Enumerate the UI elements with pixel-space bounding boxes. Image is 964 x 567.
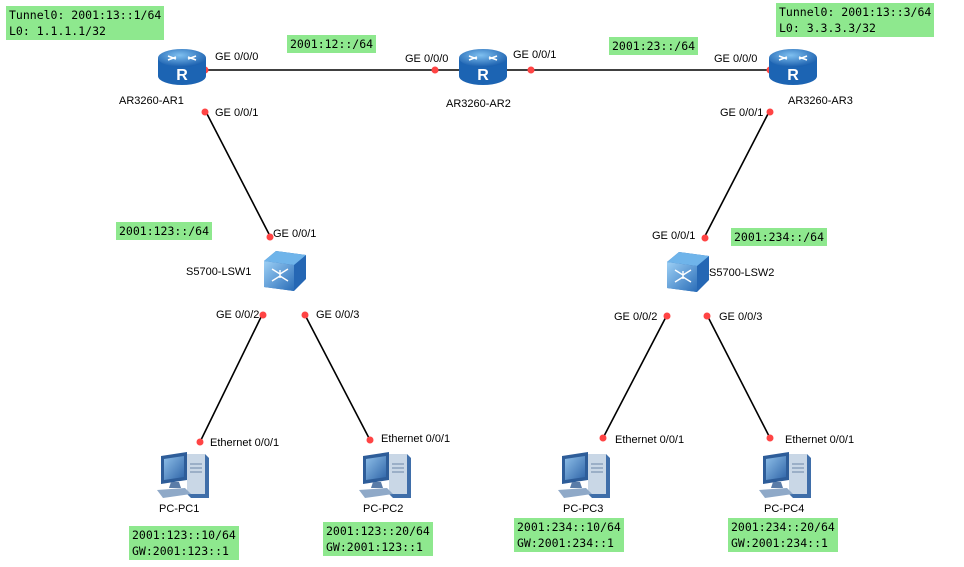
- note-line: GW:2001:234::1: [517, 536, 614, 550]
- port-label-ar1-ge001: GE 0/0/1: [215, 107, 258, 119]
- note-line: GW:2001:123::1: [326, 540, 423, 554]
- net23-note: 2001:23::/64: [609, 37, 699, 55]
- pc3-icon[interactable]: [557, 451, 611, 499]
- port-label-pc4-eth: Ethernet 0/0/1: [785, 434, 854, 446]
- port-dot[interactable]: [196, 438, 204, 446]
- device-label-lsw2: S5700-LSW2: [709, 267, 774, 279]
- port-dot[interactable]: [701, 234, 709, 242]
- port-label-lsw1-ge001: GE 0/0/1: [273, 228, 316, 240]
- switch-lsw1-icon[interactable]: [263, 250, 307, 292]
- note-line: 2001:123::20/64: [326, 524, 430, 538]
- note-line: 2001:234::10/64: [517, 520, 621, 534]
- device-label-ar1: AR3260-AR1: [119, 95, 184, 107]
- port-label-ar3-ge000: GE 0/0/0: [714, 53, 757, 65]
- device-label-ar2: AR3260-AR2: [446, 98, 511, 110]
- port-label-ar3-ge001: GE 0/0/1: [720, 107, 763, 119]
- port-label-lsw2-ge002: GE 0/0/2: [614, 311, 657, 323]
- port-label-pc1-eth: Ethernet 0/0/1: [210, 437, 279, 449]
- port-dot[interactable]: [259, 311, 267, 319]
- net12-note: 2001:12::/64: [287, 35, 377, 53]
- router-ar3-icon[interactable]: [768, 48, 818, 86]
- note-line: Tunnel0: 2001:13::1/64: [9, 8, 162, 22]
- note-line: Tunnel0: 2001:13::3/64: [779, 5, 932, 19]
- port-label-pc2-eth: Ethernet 0/0/1: [381, 433, 450, 445]
- net234-note: 2001:234::/64: [731, 228, 828, 246]
- port-label-lsw1-ge002: GE 0/0/2: [216, 309, 259, 321]
- note-line: GW:2001:123::1: [132, 544, 229, 558]
- port-dot[interactable]: [201, 108, 209, 116]
- pc1-icon[interactable]: [156, 451, 210, 499]
- port-dot[interactable]: [431, 66, 439, 74]
- link-lsw2-pc4: [706, 314, 771, 439]
- router-ar2-icon[interactable]: [458, 48, 508, 86]
- device-label-lsw1: S5700-LSW1: [186, 266, 251, 278]
- device-label-pc3: PC-PC3: [563, 503, 603, 515]
- router-ar1-icon[interactable]: [157, 48, 207, 86]
- port-dot[interactable]: [703, 312, 711, 320]
- link-ar1-lsw1: [204, 109, 271, 237]
- port-label-lsw2-ge003: GE 0/0/3: [719, 311, 762, 323]
- port-dot[interactable]: [599, 434, 607, 442]
- note-line: L0: 1.1.1.1/32: [9, 24, 106, 38]
- port-dot[interactable]: [301, 311, 309, 319]
- link-ar3-lsw2: [704, 109, 771, 237]
- net123-note: 2001:123::/64: [116, 222, 213, 240]
- port-dot[interactable]: [663, 312, 671, 320]
- device-label-ar3: AR3260-AR3: [788, 95, 853, 107]
- note-line: GW:2001:234::1: [731, 536, 828, 550]
- port-dot[interactable]: [766, 434, 774, 442]
- link-lsw2-pc3: [602, 314, 668, 439]
- port-label-pc3-eth: Ethernet 0/0/1: [615, 434, 684, 446]
- note-line: 2001:234::20/64: [731, 520, 835, 534]
- port-dot[interactable]: [527, 66, 535, 74]
- device-label-pc2: PC-PC2: [363, 503, 403, 515]
- note-line: L0: 3.3.3.3/32: [779, 21, 876, 35]
- port-label-ar2-ge001: GE 0/0/1: [513, 49, 556, 61]
- port-label-ar2-ge000: GE 0/0/0: [405, 53, 448, 65]
- port-label-lsw2-ge001: GE 0/0/1: [652, 230, 695, 242]
- switch-lsw2-icon[interactable]: [666, 251, 710, 293]
- note-line: 2001:123::10/64: [132, 528, 236, 542]
- port-dot[interactable]: [266, 233, 274, 241]
- port-label-ar1-ge000: GE 0/0/0: [215, 51, 258, 63]
- port-dot[interactable]: [366, 436, 374, 444]
- link-lsw1-pc2: [304, 314, 371, 441]
- port-label-lsw1-ge003: GE 0/0/3: [316, 309, 359, 321]
- device-label-pc1: PC-PC1: [159, 503, 199, 515]
- pc4-icon[interactable]: [758, 451, 812, 499]
- pc2-icon[interactable]: [358, 451, 412, 499]
- port-dot[interactable]: [766, 108, 774, 116]
- link-lsw1-pc1: [199, 314, 263, 443]
- device-label-pc4: PC-PC4: [764, 503, 804, 515]
